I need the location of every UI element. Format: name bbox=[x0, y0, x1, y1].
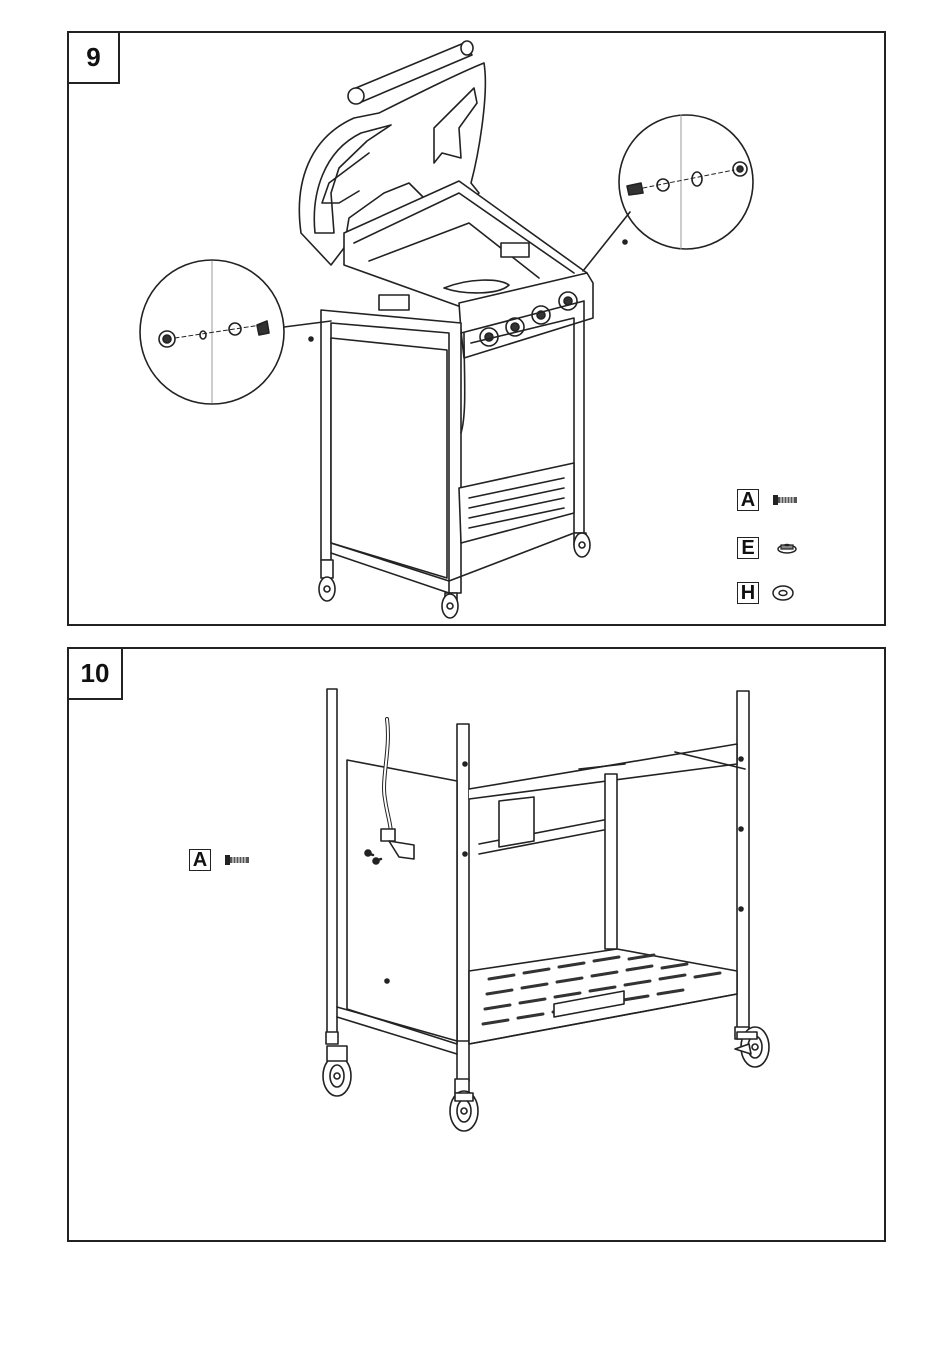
part-letter: A bbox=[189, 849, 211, 871]
back-panel bbox=[469, 744, 745, 949]
detail-callout-left bbox=[140, 260, 331, 404]
casters bbox=[323, 1027, 769, 1131]
washer-icon bbox=[771, 583, 799, 603]
step-9-panel: 9 bbox=[67, 31, 886, 626]
bolt-icon bbox=[223, 852, 251, 868]
part-letter: E bbox=[737, 537, 759, 559]
cart-base-illustration bbox=[69, 649, 888, 1244]
part-letter: H bbox=[737, 582, 759, 604]
cart-frame bbox=[321, 301, 584, 593]
step-10-panel: 10 bbox=[67, 647, 886, 1242]
detail-callout-right bbox=[583, 115, 753, 271]
part-legend-item: E bbox=[737, 537, 803, 559]
part-letter: A bbox=[737, 489, 759, 511]
cart-leg-rear-left bbox=[326, 689, 338, 1044]
side-panel bbox=[337, 760, 469, 1054]
part-legend-item: A bbox=[737, 489, 799, 511]
part-legend-item: H bbox=[737, 582, 799, 604]
part-legend-item: A bbox=[189, 849, 251, 871]
bottom-shelf bbox=[469, 949, 737, 1044]
bolt-icon bbox=[771, 492, 799, 508]
nut-icon bbox=[775, 540, 803, 556]
